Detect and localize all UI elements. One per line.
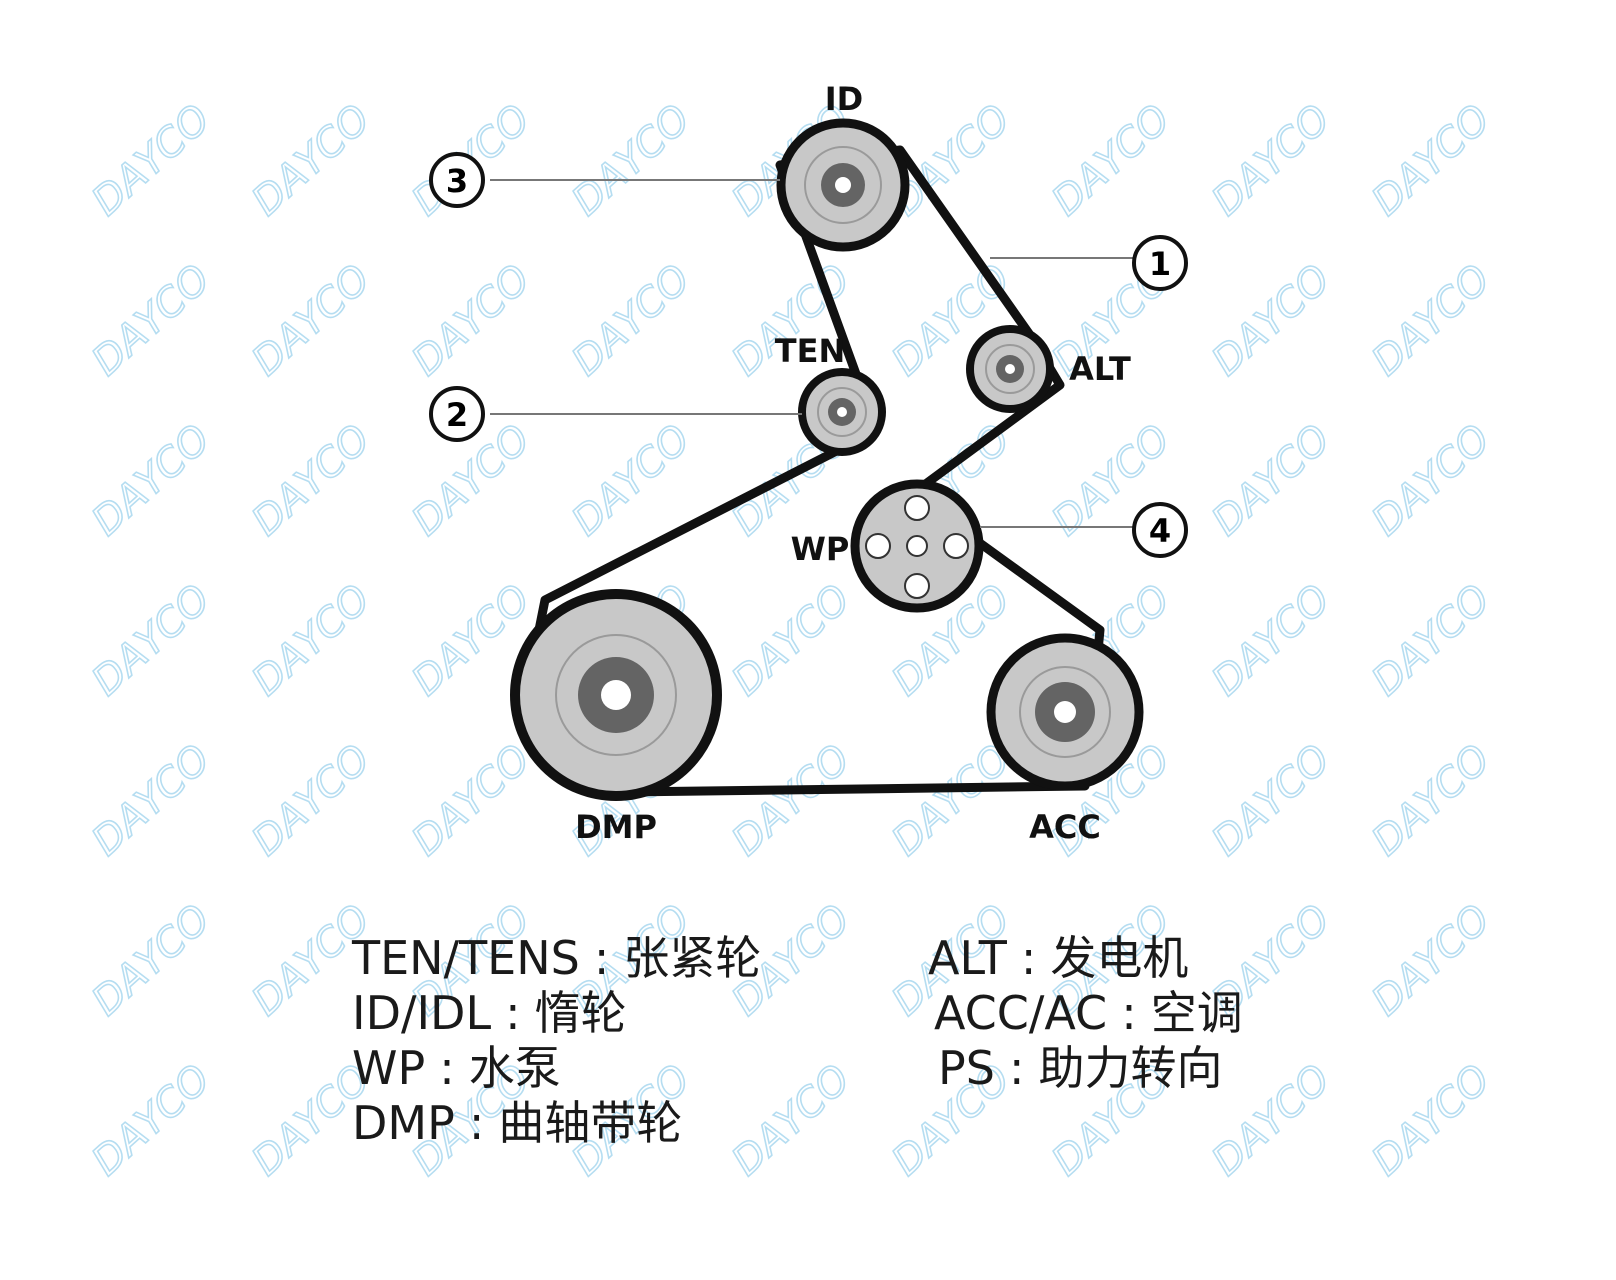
- watermark-logo: DAYCO: [1043, 896, 1179, 1025]
- watermark-logo: DAYCO: [83, 896, 219, 1025]
- watermark-logo: DAYCO: [1363, 736, 1499, 865]
- watermark-logo: DAYCO: [83, 416, 219, 545]
- label-alt: ALT: [1069, 350, 1131, 388]
- watermark-logo: DAYCO: [723, 736, 859, 865]
- watermark-logo: DAYCO: [1043, 1056, 1179, 1185]
- watermark-logo: DAYCO: [83, 576, 219, 705]
- watermark-logo: DAYCO: [1363, 96, 1499, 225]
- label-ten: TEN: [775, 332, 845, 370]
- callout-2-label: 2: [446, 396, 468, 434]
- watermark-logo: DAYCO: [1203, 736, 1339, 865]
- watermark-logo: DAYCO: [243, 256, 379, 385]
- watermark-logo: DAYCO: [1203, 416, 1339, 545]
- watermark-logo: DAYCO: [1043, 96, 1179, 225]
- label-wp: WP: [791, 530, 850, 568]
- watermark-logo: DAYCO: [83, 96, 219, 225]
- watermark-logo: DAYCO: [723, 896, 859, 1025]
- watermark-logo: DAYCO: [883, 1056, 1019, 1185]
- watermark-logo: DAYCO: [403, 736, 539, 865]
- watermark-logo: DAYCO: [723, 576, 859, 705]
- watermark-logo: DAYCO: [563, 96, 699, 225]
- watermark-logo: DAYCO: [1203, 896, 1339, 1025]
- watermark-logo: DAYCO: [563, 1056, 699, 1185]
- watermark-logo: DAYCO: [1363, 576, 1499, 705]
- callout-lines: [490, 179, 1133, 528]
- watermark-logo: DAYCO: [243, 896, 379, 1025]
- pulley-id: [776, 118, 910, 252]
- watermark-logo: DAYCO: [883, 896, 1019, 1025]
- callout-3-label: 3: [446, 162, 468, 200]
- pulley-acc: [986, 633, 1144, 791]
- watermark-logo: DAYCO: [1363, 896, 1499, 1025]
- watermark-logo: DAYCO: [1203, 1056, 1339, 1185]
- watermark-logo: DAYCO: [563, 896, 699, 1025]
- watermark-logo: DAYCO: [243, 736, 379, 865]
- watermark-logo: DAYCO: [1363, 256, 1499, 385]
- pulley-ten: [798, 368, 886, 456]
- watermark-logo: DAYCO: [83, 256, 219, 385]
- watermark-logo: DAYCO: [243, 96, 379, 225]
- watermark-logo: DAYCO: [403, 256, 539, 385]
- watermark-logo: DAYCO: [1363, 416, 1499, 545]
- watermark-logo: DAYCO: [403, 896, 539, 1025]
- watermark-logo: DAYCO: [243, 576, 379, 705]
- callout-1: 1: [1132, 235, 1188, 291]
- watermark-logo: DAYCO: [403, 1056, 539, 1185]
- watermark-logo: DAYCO: [563, 416, 699, 545]
- pulley-wp: [850, 479, 984, 613]
- label-acc: ACC: [1029, 808, 1101, 846]
- watermark-logo: DAYCO: [563, 256, 699, 385]
- watermark-logo: DAYCO: [83, 736, 219, 865]
- watermark-logo: DAYCO: [1203, 96, 1339, 225]
- callout-1-label: 1: [1149, 245, 1171, 283]
- watermark-logo: DAYCO: [1203, 576, 1339, 705]
- diagram-panel: [100, 60, 1510, 1220]
- callout-4-label: 4: [1149, 512, 1171, 550]
- watermark-logo: DAYCO: [83, 1056, 219, 1185]
- pulley-dmp: [510, 589, 722, 801]
- watermark-logo: DAYCO: [243, 1056, 379, 1185]
- label-id: ID: [825, 80, 863, 118]
- callout-2: 2: [429, 386, 485, 442]
- pulley-alt: [966, 325, 1054, 413]
- watermark-logo: DAYCO: [1363, 1056, 1499, 1185]
- watermark-logo: DAYCO: [243, 416, 379, 545]
- watermark-logo: DAYCO: [723, 1056, 859, 1185]
- callout-4: 4: [1132, 502, 1188, 558]
- watermark-logo: DAYCO: [883, 736, 1019, 865]
- watermark-logo: DAYCO: [1203, 256, 1339, 385]
- label-dmp: DMP: [575, 808, 657, 846]
- callout-3: 3: [429, 152, 485, 208]
